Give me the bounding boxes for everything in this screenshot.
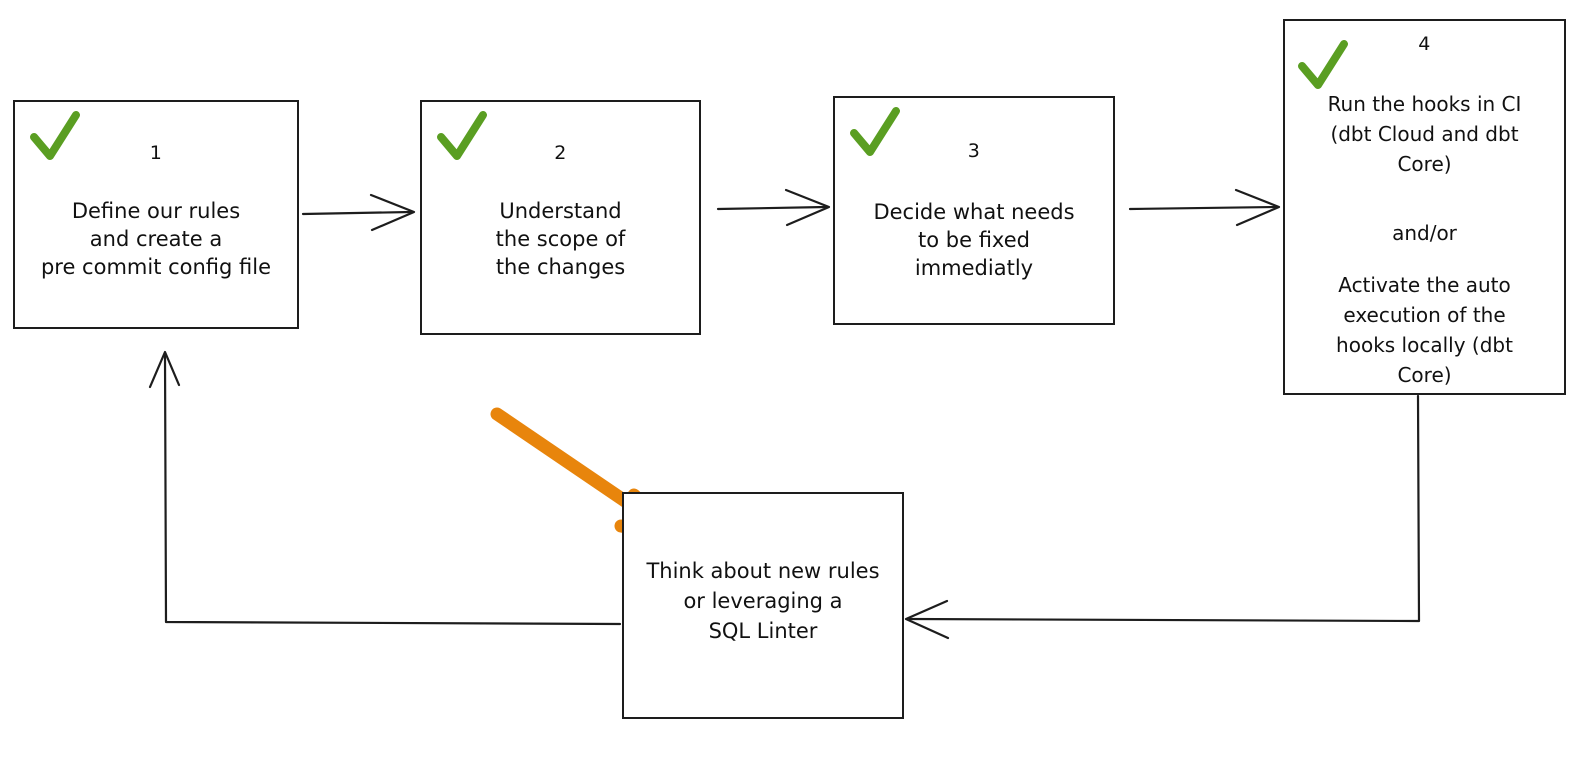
flow-node-2[interactable]: 2 Understand the scope of the changes [420,100,701,335]
check-icon [1298,40,1348,89]
flow-node-1-text: Define our rules and create a pre commit… [40,199,272,279]
arrow-5-to-1 [148,350,622,626]
check-icon [850,107,900,156]
check-icon [30,111,80,160]
arrow-1-to-2 [301,193,416,232]
flow-node-4-text-secondary: Activate the auto execution of the hooks… [1336,273,1513,387]
flow-node-3[interactable]: 3 Decide what needs to be fixed immediat… [833,96,1115,325]
flow-node-4-number: 4 [1418,33,1431,55]
flow-node-3-text: Decide what needs to be fixed immediatly [873,200,1075,280]
arrow-4-to-5 [904,394,1421,640]
flow-node-4-text-primary: Run the hooks in CI (dbt Cloud and dbt C… [1327,92,1522,176]
flow-node-feedback-text: Think about new rules or leveraging a SQ… [646,559,880,643]
flow-node-1-inner: 1 Define our rules and create a pre comm… [15,102,297,327]
flow-node-2-text: Understand the scope of the changes [495,199,626,279]
flow-node-4-text-conjunction: and/or [1392,221,1457,245]
flow-node-feedback-inner: Think about new rules or leveraging a SQ… [624,494,902,717]
arrow-2-to-3 [716,188,831,227]
flow-node-feedback[interactable]: Think about new rules or leveraging a SQ… [622,492,904,719]
arrow-3-to-4 [1128,188,1281,227]
flow-node-4-inner: 4 Run the hooks in CI (dbt Cloud and dbt… [1285,21,1564,393]
flow-node-4[interactable]: 4 Run the hooks in CI (dbt Cloud and dbt… [1283,19,1566,395]
check-icon [437,111,487,160]
flow-node-3-number: 3 [967,140,981,162]
flow-node-1-number: 1 [149,142,163,164]
flow-node-1[interactable]: 1 Define our rules and create a pre comm… [13,100,299,329]
flow-node-2-number: 2 [554,142,567,164]
flow-node-3-inner: 3 Decide what needs to be fixed immediat… [835,98,1113,323]
flow-node-2-inner: 2 Understand the scope of the changes [422,102,699,333]
